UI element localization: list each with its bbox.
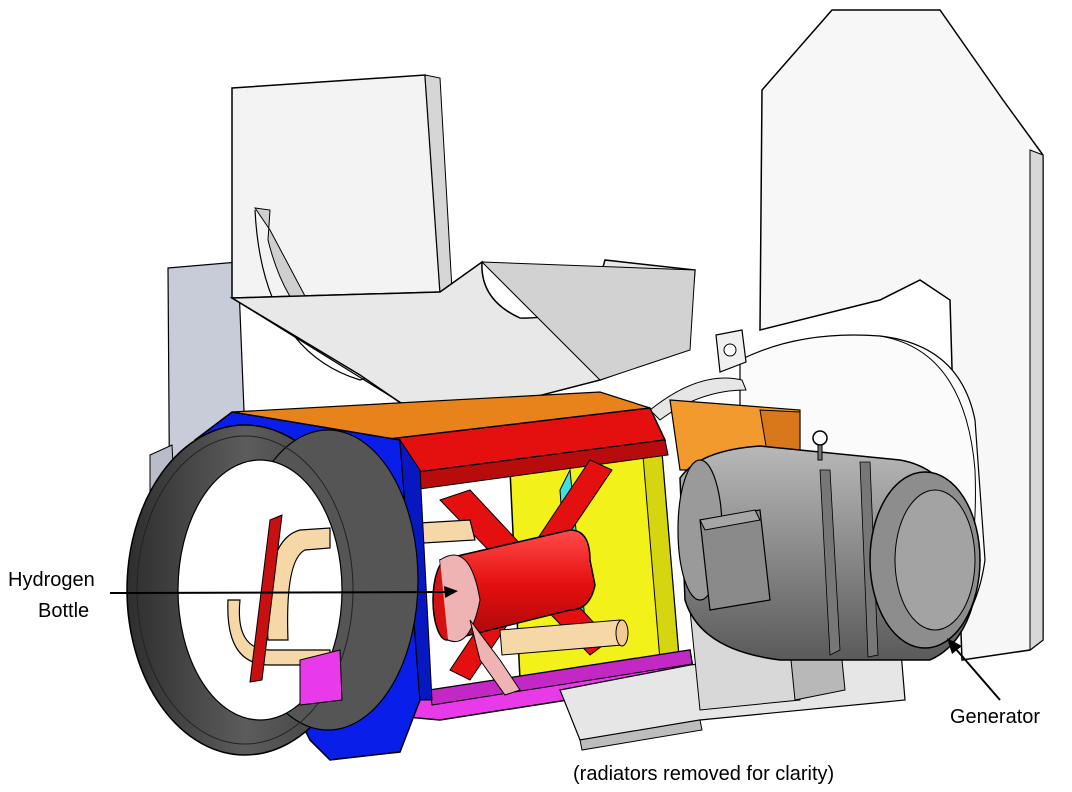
leader-lines <box>109 586 1001 701</box>
hydrogen-bottle-arrowhead <box>444 586 458 598</box>
generator-label: Generator <box>950 706 1041 728</box>
front-duct-ring <box>126 424 419 756</box>
generator-leader <box>954 647 1001 701</box>
generator-arrowhead <box>947 638 962 654</box>
hydrogen-bottle-label-line2: Bottle <box>38 600 90 622</box>
generator-motor <box>677 430 981 661</box>
hydrogen-bottle-leader <box>109 591 449 594</box>
hydrogen-bottle-label-line1: Hydrogen <box>8 569 95 591</box>
hydrogen-bottle <box>432 529 596 696</box>
caption: (radiators removed for clarity) <box>573 763 835 785</box>
top-cover <box>229 74 696 433</box>
